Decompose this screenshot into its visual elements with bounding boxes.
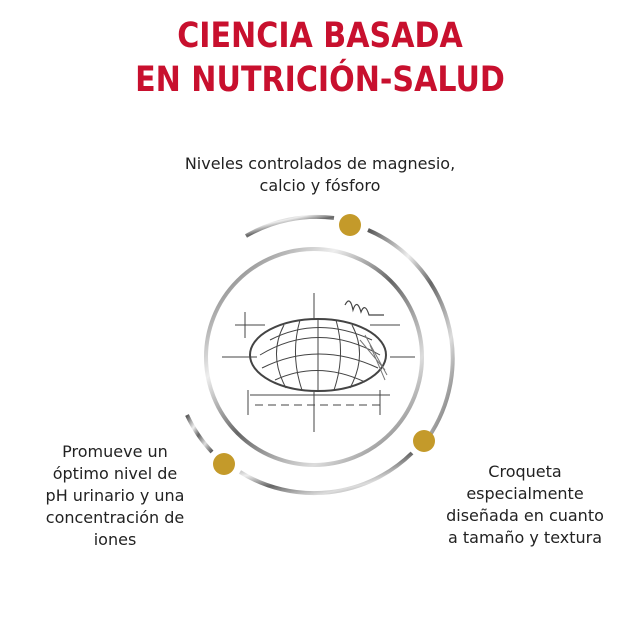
- title-line-2: EN NUTRICIÓN-SALUD: [135, 60, 505, 100]
- benefit-minerals: Niveles controlados de magnesio, calcio …: [170, 153, 470, 197]
- inner-ring: [204, 247, 424, 467]
- benefit-line: diseñada en cuanto: [446, 506, 604, 525]
- benefit-line: Niveles controlados de magnesio,: [184, 154, 456, 173]
- gold-dot-left: [213, 453, 235, 475]
- benefit-line: óptimo nivel de: [52, 464, 178, 483]
- benefit-urinary-ph: Promueve un óptimo nivel de pH urinario …: [20, 441, 210, 551]
- benefit-line: Croqueta: [488, 462, 562, 481]
- benefit-line: especialmente: [466, 484, 584, 503]
- gold-dot-top: [339, 214, 361, 236]
- outer-arc-left: [185, 414, 214, 454]
- outer-arc-bottom: [238, 451, 414, 496]
- title-line-1: CIENCIA BASADA: [177, 16, 463, 56]
- kibble-sketch-icon: [222, 293, 415, 432]
- benefit-line: iones: [93, 530, 137, 549]
- outer-arc-top-right: [367, 228, 455, 440]
- benefit-line: a tamaño y textura: [447, 528, 603, 547]
- gold-dot-right: [413, 430, 435, 452]
- benefit-line: concentración de: [45, 508, 185, 527]
- benefit-line: Promueve un: [62, 442, 168, 461]
- benefit-line: pH urinario y una: [45, 486, 185, 505]
- benefit-kibble-design: Croqueta especialmente diseñada en cuant…: [420, 461, 630, 549]
- benefit-line: calcio y fósforo: [259, 176, 381, 195]
- outer-arc-top: [244, 214, 335, 238]
- page-title: CIENCIA BASADA EN NUTRICIÓN-SALUD: [45, 14, 595, 102]
